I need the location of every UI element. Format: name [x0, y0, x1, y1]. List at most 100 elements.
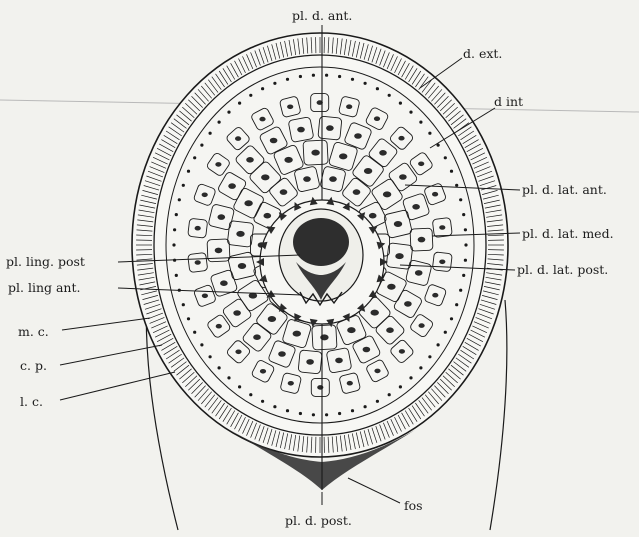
- tooth-mark: [418, 237, 426, 243]
- tooth-mark: [412, 204, 420, 210]
- tooth-mark: [287, 105, 293, 110]
- papilla-dot: [249, 393, 252, 396]
- papilla-dot: [464, 228, 467, 231]
- papilla-dot: [182, 184, 185, 187]
- tooth-mark: [218, 214, 226, 220]
- papilla-dot: [227, 111, 230, 114]
- posterior-lingual-plate: [293, 218, 349, 266]
- tooth-mark: [386, 327, 394, 333]
- leader-l-c: [60, 372, 175, 400]
- tooth-mark: [246, 157, 254, 163]
- tooth-mark: [268, 316, 276, 322]
- tooth-mark: [235, 136, 241, 141]
- papilla-dot: [187, 317, 190, 320]
- label-fos: fos: [404, 498, 423, 513]
- papilla-dot: [238, 385, 241, 388]
- papilla-dot: [193, 331, 196, 334]
- papilla-dot: [261, 87, 264, 90]
- papilla-dot: [428, 355, 431, 358]
- papilla-dot: [312, 74, 315, 77]
- tooth-mark: [202, 193, 208, 198]
- papilla-dot: [193, 156, 196, 159]
- tooth-mark: [284, 157, 292, 163]
- tooth-mark: [195, 260, 201, 265]
- papilla-dot: [437, 343, 440, 346]
- tooth-mark: [364, 168, 372, 174]
- tooth-mark: [418, 162, 424, 167]
- tooth-mark: [347, 381, 353, 386]
- tooth-mark: [215, 162, 221, 167]
- tooth-mark: [432, 293, 438, 298]
- papilla-dot: [450, 170, 453, 173]
- papilla-dot: [459, 198, 462, 201]
- tooth-mark: [259, 117, 265, 122]
- papilla-dot: [455, 184, 458, 187]
- papilla-dot: [172, 243, 175, 246]
- tooth-mark: [236, 231, 244, 237]
- papilla-dot: [388, 94, 391, 97]
- label-m-c: m. c.: [18, 324, 49, 339]
- papilla-dot: [173, 228, 176, 231]
- papilla-dot: [450, 317, 453, 320]
- papilla-dot: [227, 376, 230, 379]
- tooth-mark: [363, 347, 371, 353]
- papilla-dot: [419, 121, 422, 124]
- papilla-dot: [464, 243, 467, 246]
- papilla-dot: [409, 376, 412, 379]
- tooth-mark: [395, 253, 403, 259]
- tooth-mark: [398, 136, 404, 141]
- papilla-dot: [286, 78, 289, 81]
- papilla-dot: [175, 213, 178, 216]
- papilla-dot: [238, 102, 241, 105]
- papilla-dot: [249, 94, 252, 97]
- tooth-mark: [335, 358, 343, 364]
- tooth-mark: [311, 150, 319, 156]
- papilla-dot: [261, 400, 264, 403]
- tooth-mark: [270, 138, 278, 144]
- papilla-dot: [455, 303, 458, 306]
- tooth-mark: [404, 301, 412, 307]
- tooth-mark: [346, 104, 352, 109]
- papilla-dot: [338, 75, 341, 78]
- tooth-mark: [244, 200, 252, 206]
- tooth-mark: [220, 280, 228, 286]
- papilla-dot: [376, 400, 379, 403]
- label-d-int: d int: [494, 94, 523, 109]
- tooth-mark: [419, 323, 425, 328]
- papilla-dot: [444, 331, 447, 334]
- papilla-dot: [273, 82, 276, 85]
- tooth-mark: [383, 191, 391, 197]
- tooth-mark: [238, 263, 246, 269]
- papilla-dot: [175, 274, 178, 277]
- label-d-ext: d. ext.: [463, 46, 502, 61]
- tooth-mark: [415, 270, 423, 276]
- papilla-dot: [209, 355, 212, 358]
- papilla-dot: [462, 274, 465, 277]
- papilla-dot: [200, 343, 203, 346]
- papilla-dot: [200, 144, 203, 147]
- label-pl-ling-ant: pl. ling ant.: [8, 280, 80, 295]
- papilla-dot: [218, 366, 221, 369]
- tooth-mark: [253, 334, 261, 340]
- tooth-mark: [339, 153, 347, 159]
- tooth-mark: [379, 150, 387, 156]
- label-pl-d-lat-med: pl. d. lat. med.: [522, 226, 614, 241]
- label-pl-ling-post: pl. ling. post: [6, 254, 85, 269]
- papilla-dot: [364, 82, 367, 85]
- tooth-mark: [399, 174, 407, 180]
- papilla-dot: [428, 132, 431, 135]
- papilla-dot: [351, 78, 354, 81]
- tooth-mark: [387, 284, 395, 290]
- tooth-mark: [235, 350, 241, 355]
- tooth-mark: [347, 327, 355, 333]
- tooth-mark: [233, 310, 241, 316]
- papilla-dot: [464, 259, 467, 262]
- papilla-dot: [209, 132, 212, 135]
- tooth-mark: [297, 127, 305, 133]
- papilla-dot: [325, 413, 328, 416]
- papilla-dot: [286, 409, 289, 412]
- leader-c-p: [60, 345, 162, 365]
- papilla-dot: [178, 198, 181, 201]
- label-pl-d-lat-post: pl. d. lat. post.: [517, 262, 608, 277]
